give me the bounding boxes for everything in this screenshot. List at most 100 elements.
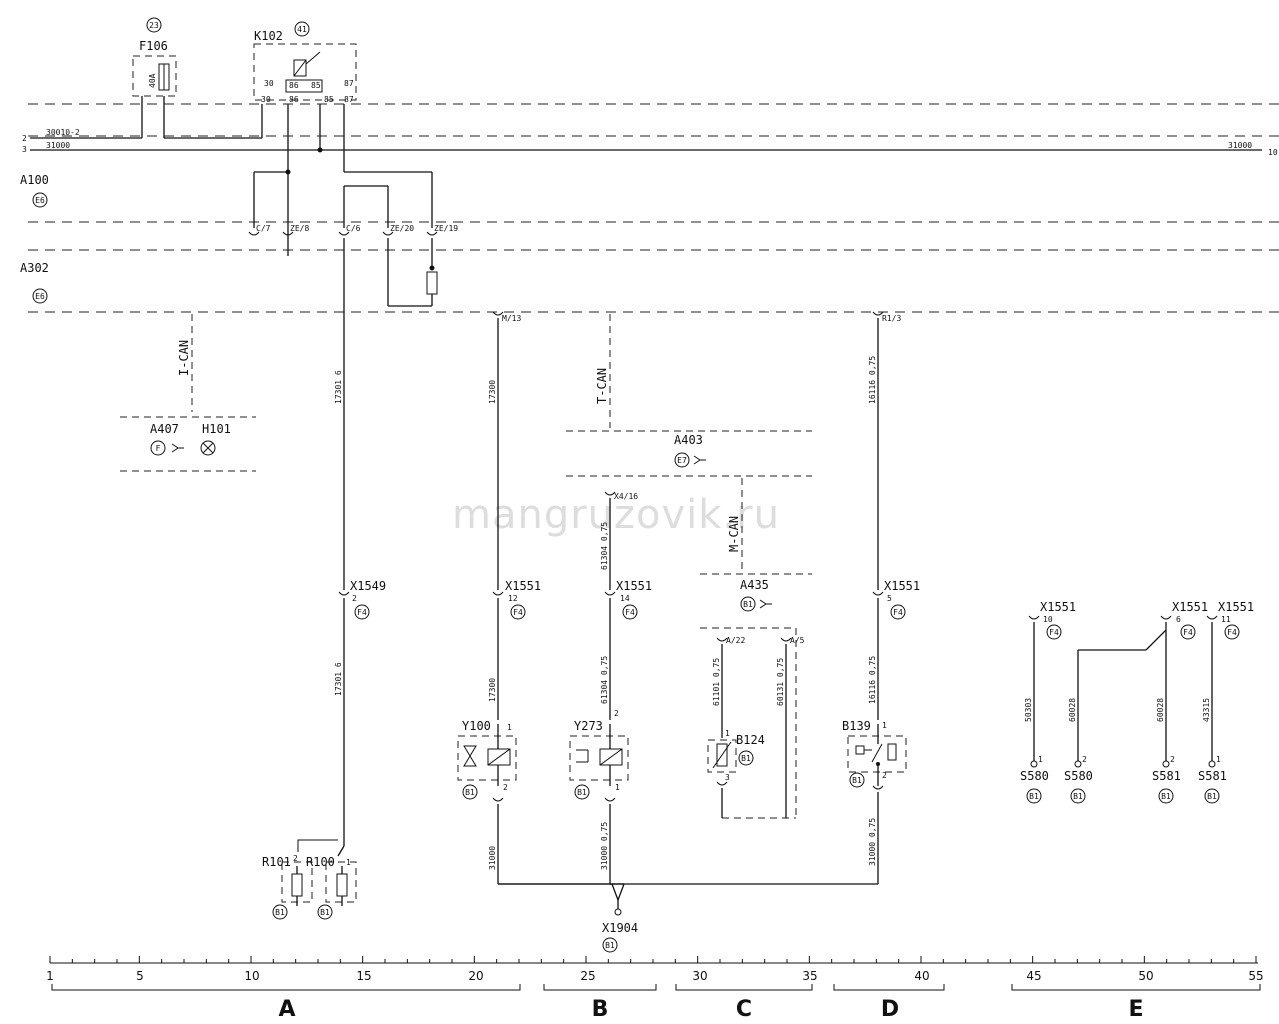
unit-a100: A100 (20, 173, 49, 187)
wire-43315: 43315 (1202, 698, 1211, 722)
wire-16116-b: 16116 0,75 (868, 656, 877, 704)
ref-b1-s581a: B1 (1161, 792, 1171, 801)
ruler-label-10: 10 (244, 969, 259, 983)
ground-x1904: X1904 B1 (498, 883, 878, 953)
watermark-text: mangruzovik.ru (452, 492, 780, 538)
i-can-branch: I-CAN A407 F H101 (120, 314, 256, 472)
rail-31000-label-right: 31000 (1228, 141, 1252, 150)
y273-pin-top: 2 (614, 709, 619, 718)
b139-pin-top: 1 (882, 721, 887, 730)
ref-b1-y100: B1 (465, 788, 475, 797)
x1549-name: X1549 (350, 579, 386, 593)
wire-31000-a: 31000 (488, 846, 497, 870)
wire-17300-b: 17300 (488, 678, 497, 702)
a100-pin-ze19: ZE/19 (434, 224, 458, 233)
valve-icon (463, 745, 477, 767)
wire-17301-b: 17301 6 (334, 662, 343, 696)
wire-61304-a: 61304 0,75 (600, 522, 609, 570)
b139-column: R1/3 16116 0,75 X1551 5 F4 16116 0,75 B1… (842, 311, 920, 884)
relay-pin-top-87: 87 (344, 79, 354, 88)
y100-name: Y100 (462, 719, 491, 733)
section-e-label: E (1128, 997, 1143, 1022)
a100-pin-ze20: ZE/20 (390, 224, 414, 233)
rail-30010-label: 30010-2 (46, 128, 80, 137)
wire-31000-c: 31000 0,75 (868, 818, 877, 866)
x1549-column: 17301 6 X1549 2 F4 17301 6 (334, 370, 386, 846)
unit-a435: A435 (740, 578, 769, 592)
bus-t-can: T-CAN (595, 368, 609, 404)
x1551-11-pin: 11 (1221, 615, 1231, 624)
ruler-label-1: 1 (46, 969, 54, 983)
relay-pin-85: 85 (324, 95, 334, 104)
r100-pin: 1 (346, 858, 351, 867)
ruler-label-50: 50 (1138, 969, 1153, 983)
wire-31000-b: 31000 0,75 (600, 822, 609, 870)
resistors-r101-r100: R101 2 R100 1 B1 B1 (262, 839, 357, 920)
x1551-10-name: X1551 (1040, 600, 1076, 614)
relay-pin-30: 30 (261, 95, 271, 104)
a302-pin-r13: R1/3 (882, 314, 901, 323)
ref-f4-14: F4 (625, 608, 635, 617)
note-23: 23 (149, 21, 159, 30)
a302-pin-m13: M/13 (502, 314, 521, 323)
x1551-12-name: X1551 (505, 579, 541, 593)
relay-pin-87: 87 (344, 95, 354, 104)
ruler-label-55: 55 (1248, 969, 1263, 983)
ref-f-a407: F (156, 444, 161, 453)
x1551-10-pin: 10 (1043, 615, 1053, 624)
ruler-label-35: 35 (802, 969, 817, 983)
relay-k102: K102 41 30 86 85 87 30 86 85 87 (253, 21, 433, 256)
y100-pin-bottom: 2 (503, 783, 508, 792)
ref-e7-a403: E7 (677, 456, 687, 465)
ref-b1-y273: B1 (577, 788, 587, 797)
unit-labels: A100 E6 A302 E6 (20, 173, 49, 304)
a100-pin-c6: C/6 (346, 224, 361, 233)
can-gateway-area: T-CAN A403 E7 X4/16 M-CAN A435 B1 (566, 314, 812, 612)
x1551-5-name: X1551 (884, 579, 920, 593)
ref-b1-b124: B1 (741, 754, 751, 763)
s580-a-pin: 1 (1038, 755, 1043, 764)
ref-b1-x1904: B1 (605, 941, 615, 950)
r101-pin: 2 (293, 854, 298, 863)
wire-17300-a: 17300 (488, 380, 497, 404)
ref-e6-a302: E6 (35, 292, 45, 301)
edge-label-2: 2 (22, 134, 27, 143)
a100-connector-pins: C/7 ZE/8 C/6 ZE/20 ZE/19 (248, 224, 458, 590)
ruler-label-15: 15 (356, 969, 371, 983)
wire-61304-b: 61304 0,75 (600, 656, 609, 704)
relay-pin-top-30: 30 (264, 79, 274, 88)
y100-pin-top: 1 (507, 723, 512, 732)
a302-pin-x416: X4/16 (614, 492, 638, 501)
x1551-11-name: X1551 (1218, 600, 1254, 614)
ruler-label-20: 20 (468, 969, 483, 983)
section-c-label: C (736, 997, 752, 1022)
a302-pin-a22: A/22 (726, 636, 745, 645)
ruler-label-30: 30 (692, 969, 707, 983)
supply-rails: 2 3 30010-2 31000 31000 10 (22, 128, 1278, 157)
bus-i-can: I-CAN (177, 340, 191, 376)
x1551-14-name: X1551 (616, 579, 652, 593)
unit-a407: A407 (150, 422, 179, 436)
valve-icon (576, 749, 589, 763)
relay-name: K102 (254, 29, 283, 43)
y273-column: 61304 0,75 X1551 14 F4 61304 0,75 2 Y273… (569, 498, 652, 884)
wire-50303: 50303 (1024, 698, 1033, 722)
x1549-pin: 2 (352, 594, 357, 603)
y273-name: Y273 (574, 719, 603, 733)
section-e-switches: X1551 10 F4 50303 1 S580 B1 60028 2 S580… (1020, 600, 1254, 804)
edge-label-10: 10 (1268, 148, 1278, 157)
ruler-label-25: 25 (580, 969, 595, 983)
wire-60028-a: 60028 (1068, 698, 1077, 722)
x1551-6-pin: 6 (1176, 615, 1181, 624)
fuse-name: F106 (139, 39, 168, 53)
ref-f4-6: F4 (1183, 628, 1193, 637)
s581-a-name: S581 (1152, 769, 1181, 783)
b124-pin-top: 1 (725, 729, 730, 738)
b124-name: B124 (736, 733, 765, 747)
a100-pin-c7: C/7 (256, 224, 271, 233)
relay-inner-85: 85 (311, 81, 321, 90)
ref-b1-s581b: B1 (1207, 792, 1217, 801)
b139-pin-bottom: 2 (882, 771, 887, 780)
